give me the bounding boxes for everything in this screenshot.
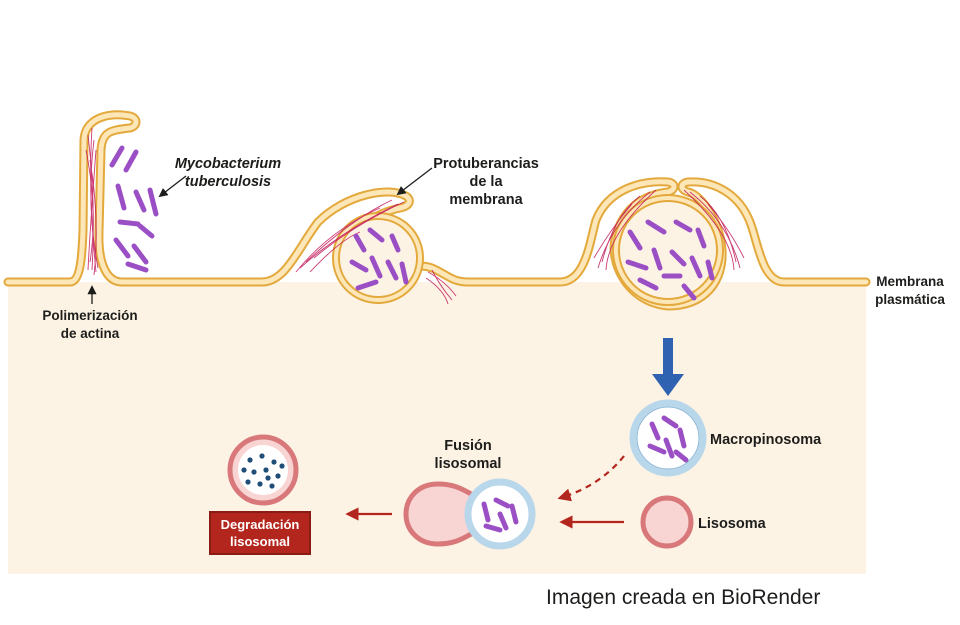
degradation-label-line1: Degradación bbox=[221, 517, 300, 532]
degradation-label-line2: lisosomal bbox=[230, 534, 290, 549]
macropinosoma-label: Macropinosoma bbox=[710, 432, 822, 448]
red-arrows bbox=[345, 455, 625, 529]
actin-filaments bbox=[85, 127, 745, 305]
fusion-label-line2: lisosomal bbox=[435, 456, 502, 472]
mycobacteria-group-3 bbox=[625, 219, 715, 301]
macropinosome bbox=[629, 399, 707, 477]
macropinocytic-cup bbox=[612, 194, 724, 306]
membrana-label-line2: plasmática bbox=[875, 292, 945, 307]
mycobacterium-label-line1: Mycobacterium bbox=[175, 156, 281, 172]
degradation-box: Degradación lisosomal bbox=[209, 511, 311, 555]
membrana-label-line1: Membrana bbox=[876, 274, 944, 289]
protuberancias-label-line3: membrana bbox=[449, 192, 523, 208]
fusion-label-line1: Fusión bbox=[444, 438, 492, 454]
protuberancias-label-line2: de la bbox=[469, 174, 503, 190]
lisosoma-label: Lisosoma bbox=[698, 516, 767, 532]
polimerizacion-label-line2: de actina bbox=[61, 326, 120, 341]
degrading-lysosome bbox=[227, 434, 299, 506]
mycobacterium-label-line2: tuberculosis bbox=[185, 174, 271, 190]
blue-arrow-down bbox=[652, 338, 684, 396]
biorender-credit: Imagen creada en BioRender bbox=[546, 586, 821, 609]
protuberancias-label-line1: Protuberancias bbox=[433, 156, 539, 172]
pointer-arrows bbox=[87, 167, 433, 304]
mycobacteria-group-1 bbox=[109, 145, 159, 273]
lysosomal-fusion bbox=[403, 478, 536, 550]
polimerizacion-label-line1: Polimerización bbox=[42, 308, 137, 323]
mycobacteria-group-2 bbox=[349, 227, 409, 291]
forming-vesicle bbox=[332, 212, 424, 304]
lysosome bbox=[640, 495, 694, 549]
